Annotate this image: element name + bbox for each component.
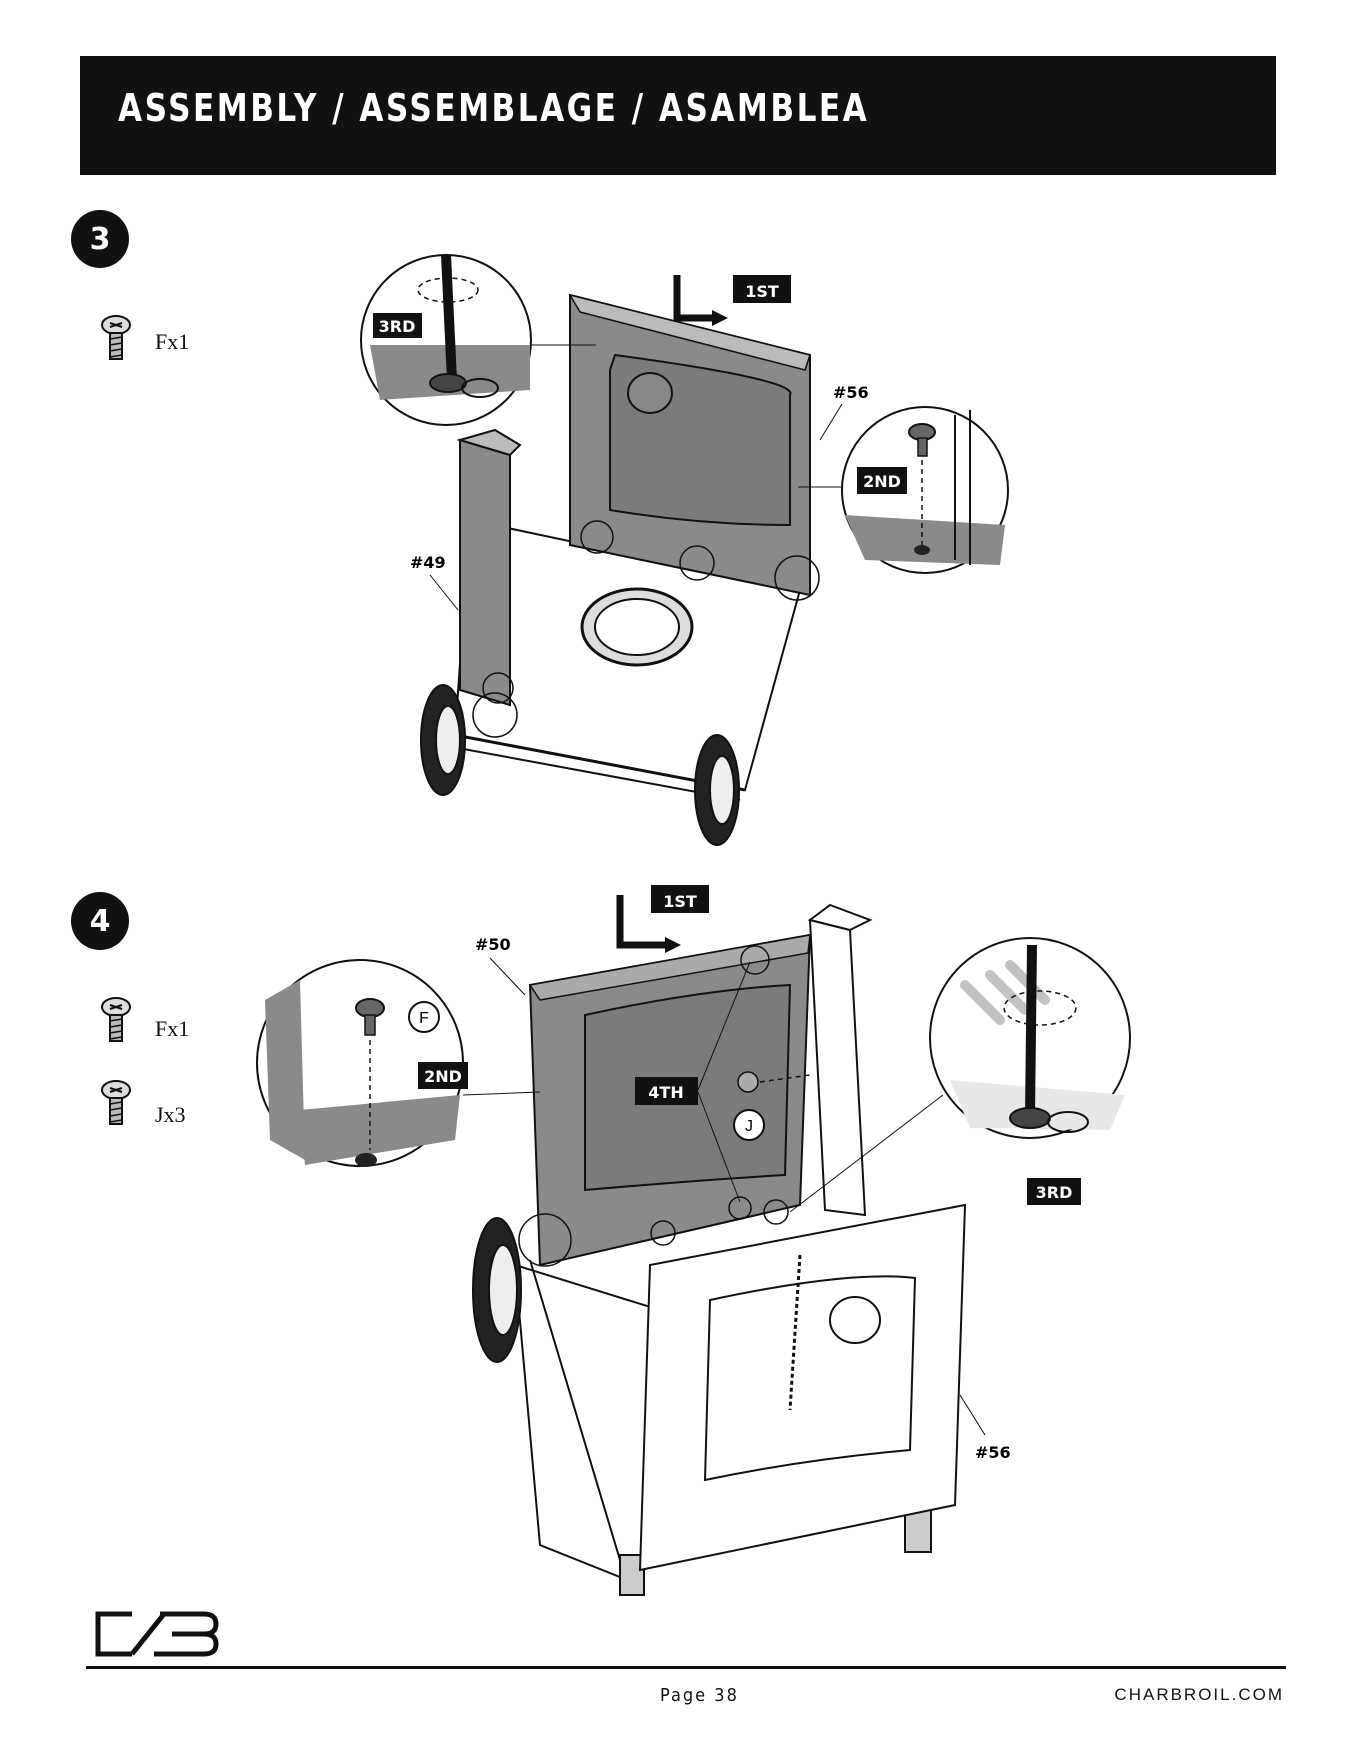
wheel (421, 685, 465, 795)
cart-frame (515, 1260, 660, 1585)
step-tag-second: 2ND (863, 472, 901, 491)
step-tag-first: 1ST (663, 892, 697, 911)
side-panel-49 (460, 430, 520, 737)
inset-detail-2nd: 2ND (798, 407, 1008, 573)
part-number-56: #56 (833, 383, 869, 402)
wheel (473, 1218, 521, 1362)
hardware-letter-f: F (419, 1010, 429, 1027)
step-tag-fourth: 4TH (648, 1083, 683, 1102)
inset-detail-3rd: 3RD (361, 255, 596, 425)
part-number-49: #49 (410, 553, 446, 572)
side-panel (810, 905, 870, 1215)
step-tag-second: 2ND (424, 1067, 462, 1086)
step-tag-third: 3RD (379, 317, 416, 336)
inset-detail-2nd: F 2ND (257, 960, 540, 1167)
step-tag-first: 1ST (745, 282, 779, 301)
part-number-56: #56 (975, 1443, 1011, 1462)
step-tag-third: 3RD (1036, 1183, 1073, 1202)
part-number-50: #50 (475, 935, 511, 954)
wheel (695, 735, 739, 845)
footer-divider (86, 1666, 1286, 1669)
hardware-letter-j: J (745, 1118, 753, 1135)
brand-logo (92, 1610, 222, 1658)
website-link: CHARBROIL.COM (1114, 1685, 1284, 1705)
page-number: Page 38 (660, 1685, 739, 1706)
